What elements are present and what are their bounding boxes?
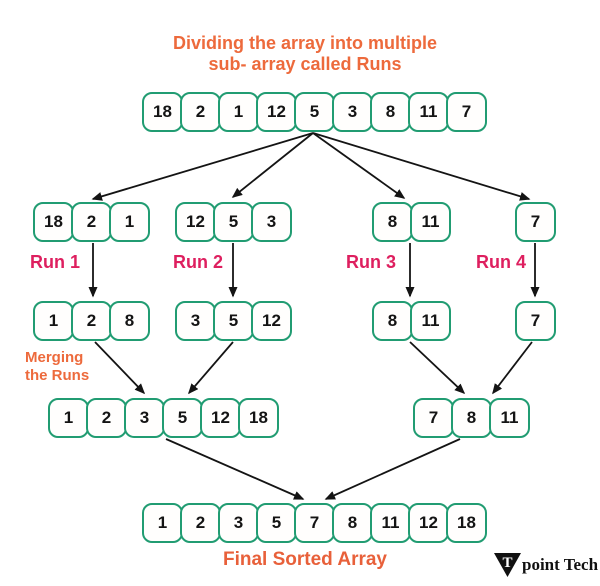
array-cell: 11 <box>408 92 449 132</box>
logo-text: point Tech <box>522 555 599 574</box>
array-cell: 8 <box>372 202 413 242</box>
array-cell: 11 <box>410 301 451 341</box>
array-cell: 8 <box>109 301 150 341</box>
final-sorted-array-label: Final Sorted Array <box>222 549 387 570</box>
arrow-merge-run1 <box>94 341 146 395</box>
arrow-split-to-run1 <box>91 132 314 201</box>
array-cell: 12 <box>408 503 449 543</box>
diagram-title: Dividing the array into multiple sub- ar… <box>145 33 465 75</box>
array-cell: 3 <box>332 92 373 132</box>
svg-text:T: T <box>502 555 512 571</box>
array-cell: 8 <box>451 398 492 438</box>
merging-label-line2: the Runs <box>25 367 90 384</box>
array-sorted-run4: 7 <box>515 301 556 341</box>
run2-label: Run 2 <box>173 252 224 272</box>
array-cell: 5 <box>213 202 254 242</box>
array-cell: 7 <box>515 301 556 341</box>
merging-label: Merging the Runs <box>25 349 89 385</box>
array-cell: 11 <box>410 202 451 242</box>
arrow-split-to-run2 <box>231 132 314 198</box>
array-cell: 3 <box>175 301 216 341</box>
array-cell: 5 <box>256 503 297 543</box>
array-cell: 12 <box>256 92 297 132</box>
array-cell: 1 <box>109 202 150 242</box>
array-cell: 2 <box>71 301 112 341</box>
array-cell: 11 <box>370 503 411 543</box>
array-cell: 2 <box>71 202 112 242</box>
array-cell: 7 <box>515 202 556 242</box>
array-cell: 2 <box>86 398 127 438</box>
arrow-final-merge-left <box>165 438 305 500</box>
array-cell: 18 <box>446 503 487 543</box>
array-cell: 7 <box>294 503 335 543</box>
array-cell: 3 <box>251 202 292 242</box>
array-cell: 18 <box>142 92 183 132</box>
array-cell: 18 <box>238 398 279 438</box>
array-cell: 2 <box>180 503 221 543</box>
array-cell: 1 <box>218 92 259 132</box>
array-cell: 1 <box>48 398 89 438</box>
array-cell: 18 <box>33 202 74 242</box>
diagram-title-line2: sub- array called Runs <box>208 54 402 74</box>
array-cell: 5 <box>294 92 335 132</box>
array-run4: 7 <box>515 202 556 242</box>
array-cell: 1 <box>142 503 183 543</box>
array-cell: 8 <box>332 503 373 543</box>
arrow-merge-run2 <box>188 341 234 395</box>
array-cell: 11 <box>489 398 530 438</box>
array-cell: 3 <box>218 503 259 543</box>
array-cell: 12 <box>251 301 292 341</box>
arrow-merge-run4 <box>492 341 533 395</box>
array-cell: 8 <box>372 301 413 341</box>
array-cell: 12 <box>175 202 216 242</box>
diagram-title-line1: Dividing the array into multiple <box>172 33 438 53</box>
array-cell: 3 <box>124 398 165 438</box>
array-cell: 5 <box>162 398 203 438</box>
arrow-merge-run3 <box>409 341 466 395</box>
array-cell: 5 <box>213 301 254 341</box>
run3-label: Run 3 <box>346 252 397 272</box>
array-cell: 7 <box>413 398 454 438</box>
array-cell: 2 <box>180 92 221 132</box>
merging-label-line1: Merging <box>25 349 84 366</box>
array-cell: 12 <box>200 398 241 438</box>
tpoint-tech-logo: T point Tech <box>494 553 598 577</box>
array-cell: 7 <box>446 92 487 132</box>
run4-label: Run 4 <box>476 252 527 272</box>
tpoint-triangle-icon: T <box>494 553 521 577</box>
arrow-split-to-run4 <box>312 132 531 201</box>
run1-label: Run 1 <box>30 252 81 272</box>
arrow-final-merge-right <box>324 438 461 500</box>
array-cell: 8 <box>370 92 411 132</box>
arrow-split-to-run3 <box>312 132 406 199</box>
array-cell: 1 <box>33 301 74 341</box>
